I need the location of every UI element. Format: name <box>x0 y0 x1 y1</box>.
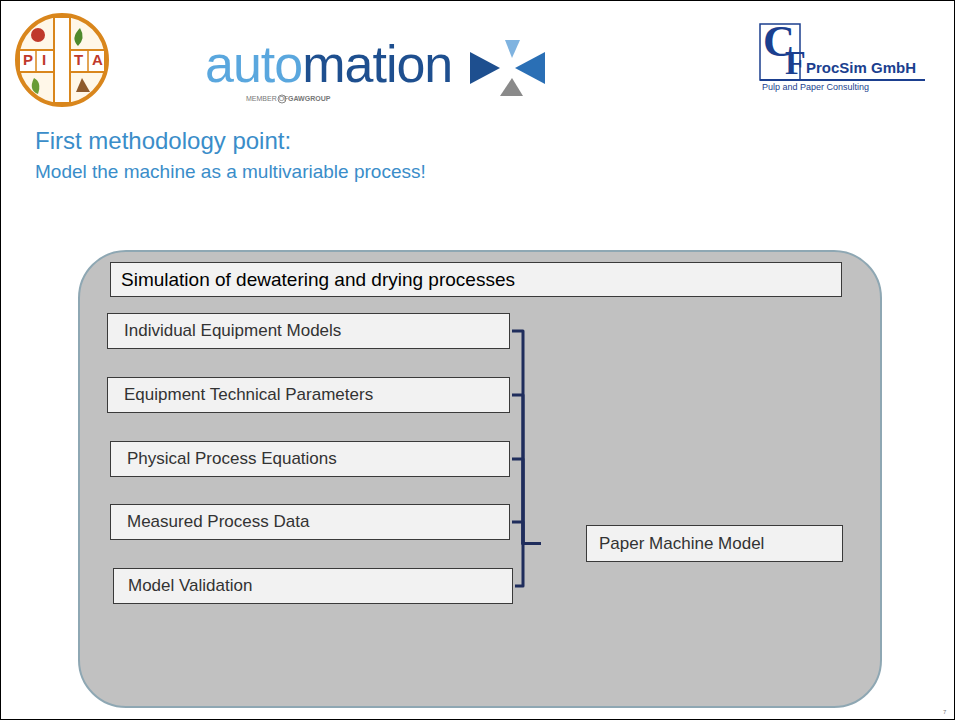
input-box: Individual Equipment Models <box>107 313 510 349</box>
company-name: ProcSim GmbH <box>806 60 916 77</box>
logo-letter: I <box>42 52 46 69</box>
box-text: Simulation of dewatering and drying proc… <box>121 269 515 291</box>
box-text: Measured Process Data <box>127 512 309 532</box>
input-box: Measured Process Data <box>110 504 510 540</box>
bracket-connector <box>515 544 541 587</box>
logo-letter: A <box>92 52 103 69</box>
box-text: Individual Equipment Models <box>124 321 341 341</box>
logo-letter: F <box>785 44 806 81</box>
header-box: Simulation of dewatering and drying proc… <box>110 262 842 297</box>
bracket-connector <box>512 331 541 544</box>
logo-small-text: MEMBER OF <box>246 95 288 103</box>
logo-small-text: GAWGROUP <box>288 95 330 103</box>
input-box: Equipment Technical Parameters <box>107 377 510 413</box>
bracket-connector <box>512 522 541 544</box>
bracket-connector <box>512 395 541 544</box>
bracket-connector <box>512 459 541 544</box>
company-logo-text: automation <box>205 36 452 93</box>
box-text: Physical Process Equations <box>127 449 337 469</box>
slide-title: First methodology point: <box>35 128 291 154</box>
result-box: Paper Machine Model <box>586 525 843 562</box>
slide-subtitle: Model the machine as a multivariable pro… <box>35 162 426 183</box>
input-box: Model Validation <box>113 568 513 604</box>
input-box: Physical Process Equations <box>110 441 510 477</box>
page-number: 7 <box>943 709 946 716</box>
logo-letter: P <box>23 52 33 69</box>
company-tagline: Pulp and Paper Consulting <box>762 83 869 93</box>
logo-letter: T <box>74 52 83 69</box>
box-text: Paper Machine Model <box>599 534 764 554</box>
box-text: Equipment Technical Parameters <box>124 385 373 405</box>
box-text: Model Validation <box>128 576 252 596</box>
